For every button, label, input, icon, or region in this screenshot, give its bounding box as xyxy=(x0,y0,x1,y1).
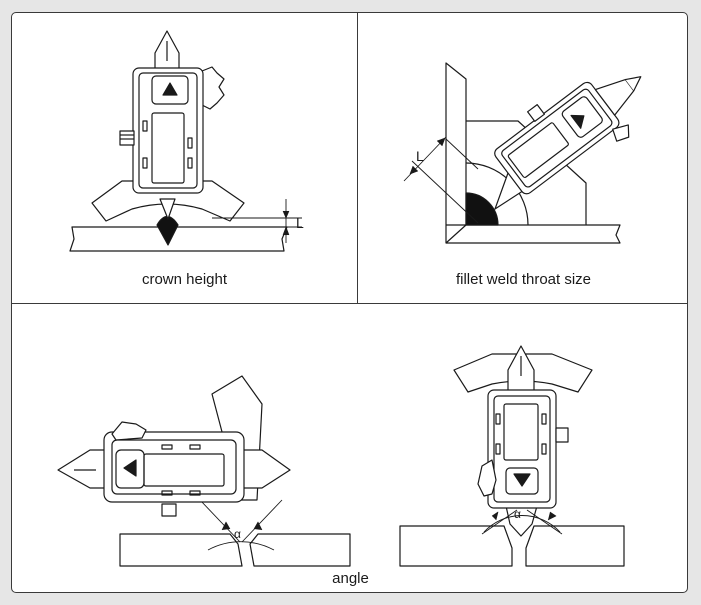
panel-angle: α xyxy=(12,304,687,592)
diagram-frame: L crown height xyxy=(11,12,688,593)
fillet-dimension-label: L xyxy=(416,148,424,164)
crown-dimension-label: L xyxy=(296,215,304,231)
horizontal-divider xyxy=(12,303,687,304)
lock-knob xyxy=(119,130,135,146)
panel-crown-height: L crown height xyxy=(12,13,357,303)
left-angle-gauge: α xyxy=(57,375,351,567)
fillet-weld-illustration: L xyxy=(403,62,642,244)
vertical-divider xyxy=(357,13,358,303)
vertical-plate xyxy=(445,62,467,244)
knurl-wheel xyxy=(201,66,225,110)
right-angle-symbol: α xyxy=(514,507,521,521)
caption-fillet-weld: fillet weld throat size xyxy=(455,271,592,288)
base-plate xyxy=(69,226,288,252)
caption-angle: angle xyxy=(332,570,369,587)
angle-illustration: α xyxy=(57,345,625,567)
fillet-weld xyxy=(465,192,499,226)
left-angle-symbol: α xyxy=(234,527,241,541)
probe-tip xyxy=(159,198,176,220)
crown-height-illustration: L xyxy=(69,30,304,252)
caption-crown-height: crown height xyxy=(141,271,228,288)
horizontal-plate xyxy=(446,224,621,244)
weld-bead xyxy=(156,215,179,246)
panel-fillet-weld: L fillet weld throat size xyxy=(358,13,687,303)
right-angle-gauge: α xyxy=(399,345,625,567)
